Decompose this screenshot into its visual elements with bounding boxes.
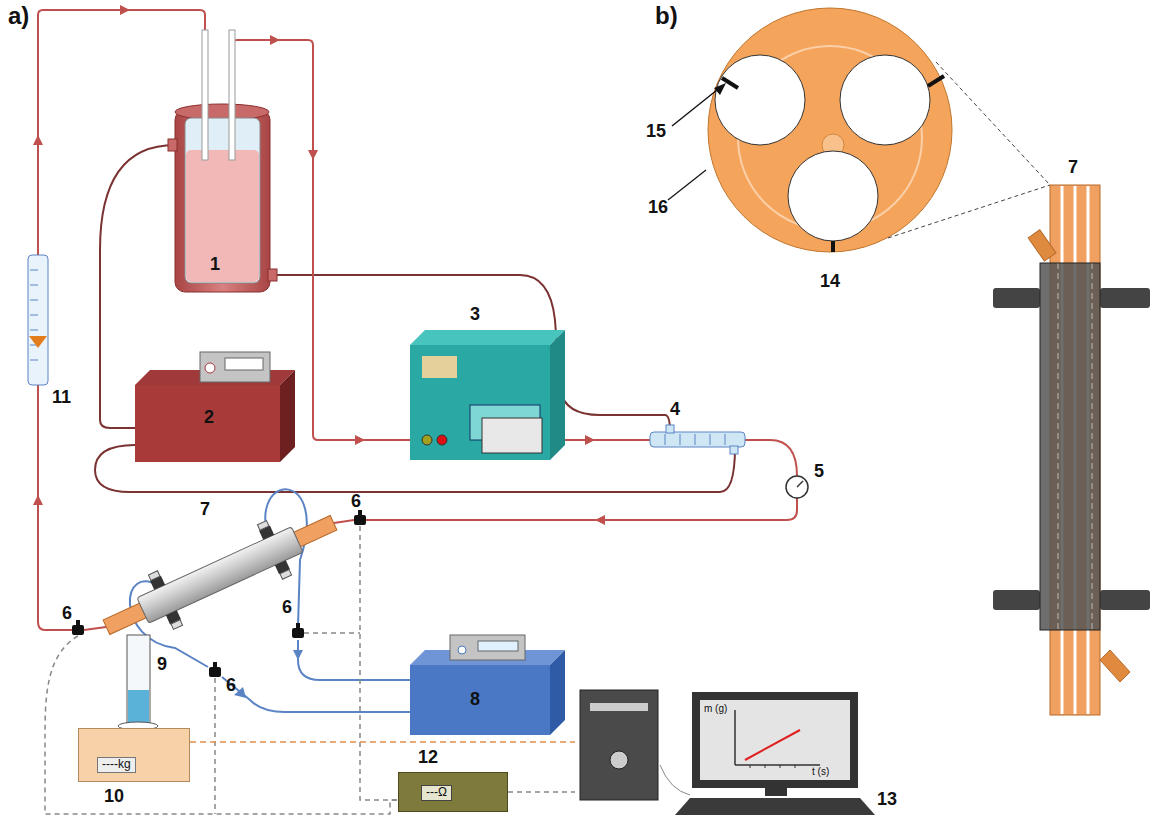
- callout-number: 7: [200, 500, 210, 518]
- balance: ----kg: [78, 728, 190, 782]
- axis-label: t (s): [812, 766, 829, 778]
- signal-line: [508, 791, 575, 793]
- panel-letter: a): [8, 4, 29, 28]
- callout-number: 6: [226, 676, 236, 694]
- callout-number: 7: [1068, 158, 1078, 176]
- computer: 13 m (g) t (s): [575, 685, 901, 818]
- display: ---Ω: [421, 785, 452, 801]
- callout-number: 4: [670, 400, 680, 418]
- callout-number: 14: [820, 272, 840, 290]
- callout-number: 6: [282, 598, 292, 616]
- callout-number: 16: [648, 198, 668, 216]
- panel-letter: b): [655, 4, 678, 28]
- callout-number: 2: [204, 408, 214, 426]
- axis-label: m (g): [704, 703, 727, 715]
- callout-number: 11: [52, 388, 71, 406]
- callout-number: 6: [351, 492, 361, 510]
- callout-number: 9: [157, 655, 167, 673]
- callout-number: 10: [104, 787, 124, 805]
- callout-number: 8: [470, 690, 480, 708]
- callout-number: 12: [418, 748, 438, 766]
- callout-number: 1: [210, 255, 220, 273]
- monitor-screen: m (g) t (s): [700, 700, 850, 781]
- callout-number: 5: [814, 462, 824, 480]
- signal-line: [190, 741, 575, 743]
- ohmmeter: ---Ω: [398, 772, 508, 812]
- callout-number: 13: [877, 789, 897, 810]
- callout-number: 6: [62, 604, 72, 622]
- display: ----kg: [97, 757, 136, 773]
- callout-number: 3: [470, 305, 480, 323]
- callout-number: 15: [646, 122, 666, 140]
